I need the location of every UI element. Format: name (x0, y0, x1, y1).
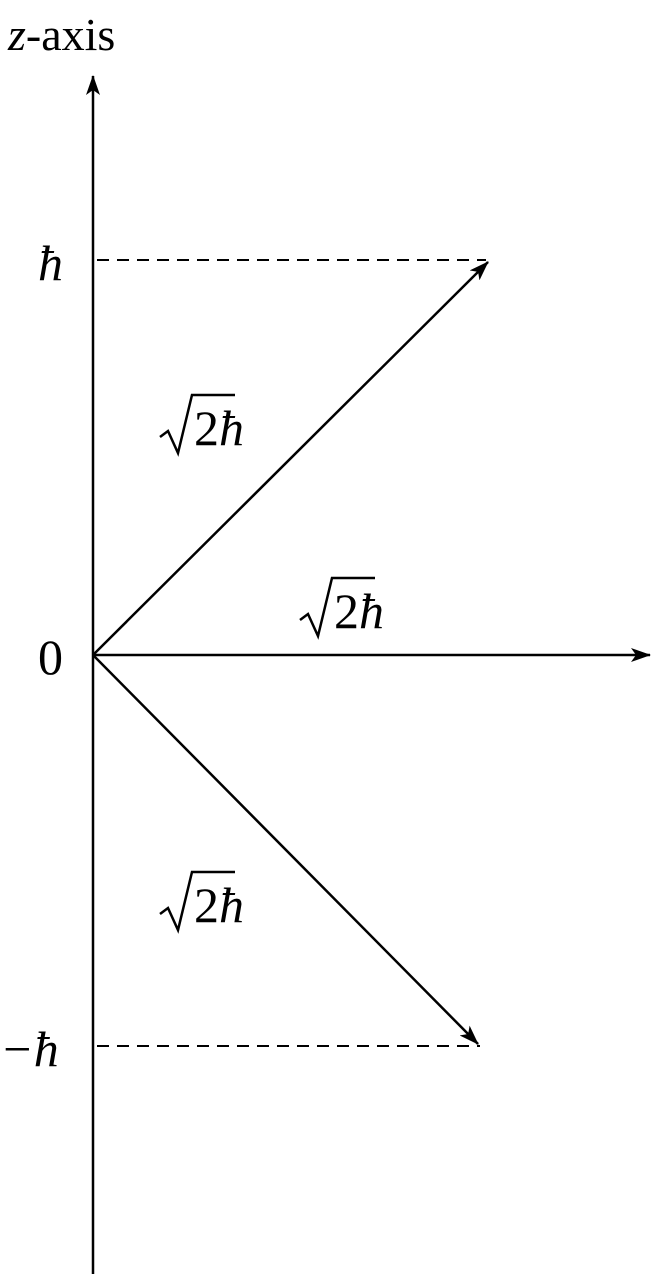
tick-label-hbar: ħ (38, 235, 63, 291)
magnitude-label-horizontal: 2ħ (299, 576, 384, 640)
vector-lower (92, 654, 479, 1045)
vector-upper (92, 261, 489, 656)
magnitude-label-lower: 2ħ (159, 870, 244, 934)
svg-text:2ħ: 2ħ (194, 877, 244, 933)
svg-text:2ħ: 2ħ (334, 583, 384, 639)
tick-label-minus-hbar: −ħ (0, 1021, 59, 1077)
sqrt-sign-icon (159, 870, 235, 934)
z-axis-label: z-axis (7, 9, 115, 60)
sqrt-sign-icon (299, 576, 375, 640)
magnitude-label-upper: 2ħ (159, 393, 244, 457)
tick-label-zero: 0 (38, 629, 63, 685)
svg-text:2ħ: 2ħ (194, 400, 244, 456)
sqrt-sign-icon (159, 393, 235, 457)
